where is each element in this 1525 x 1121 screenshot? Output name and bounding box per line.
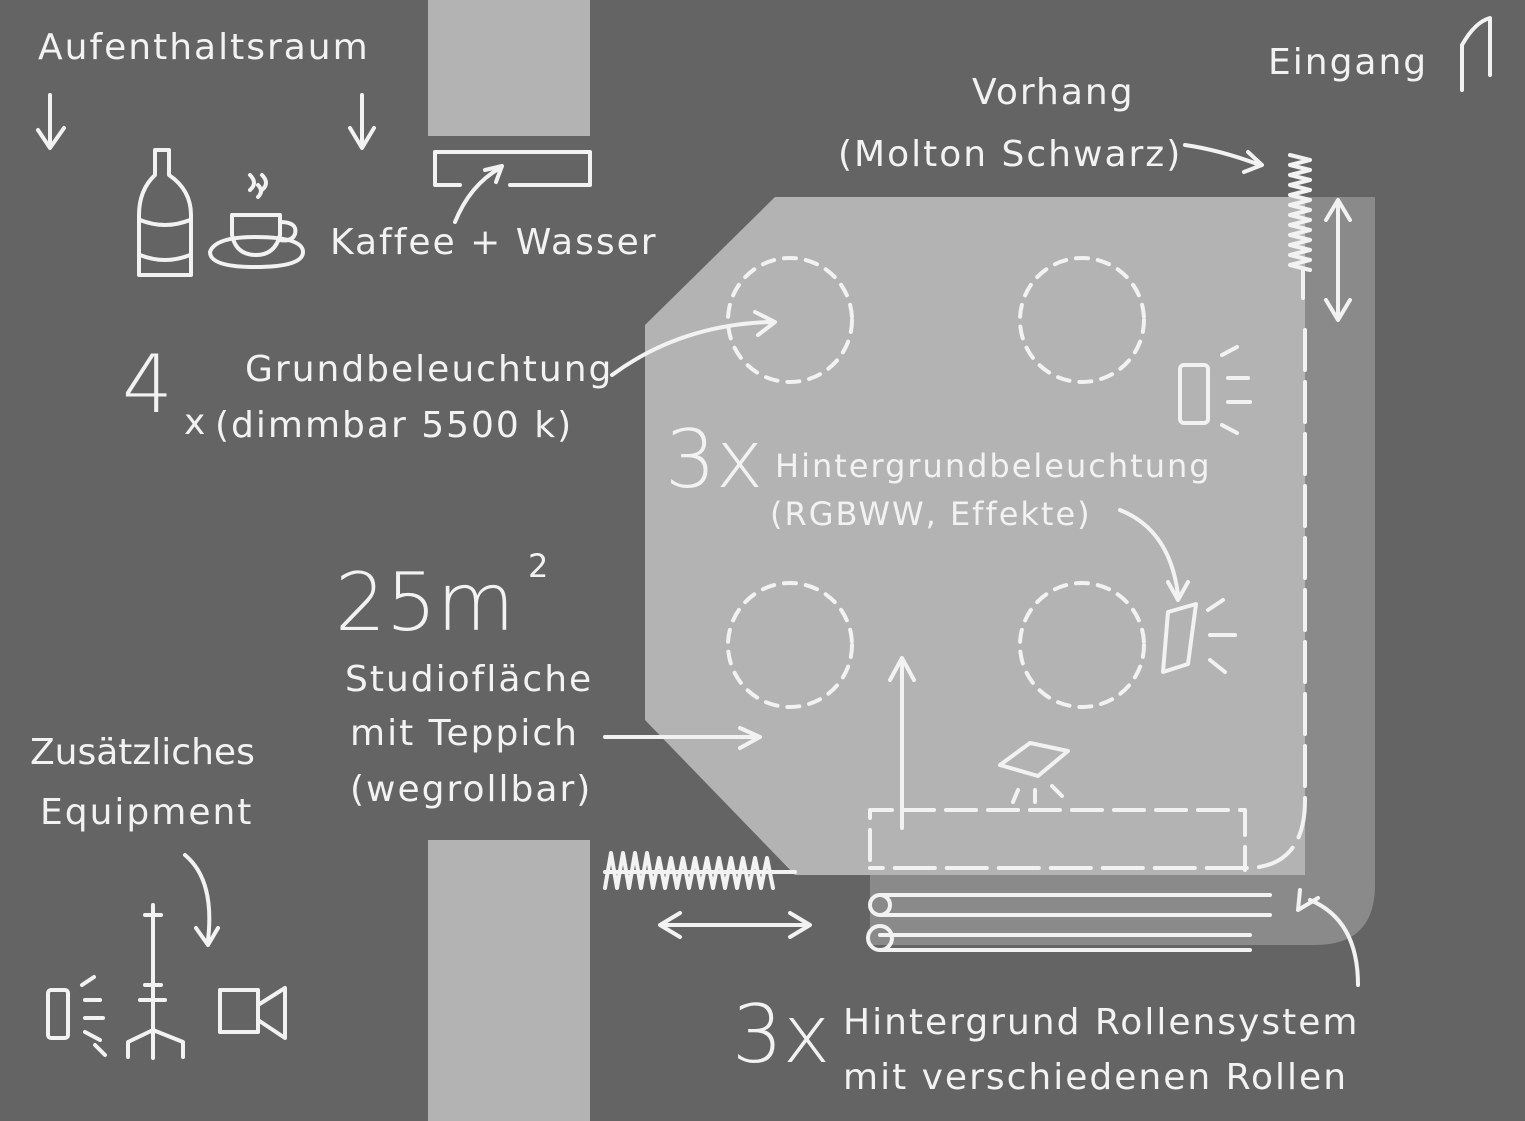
hallway-bottom [428, 840, 590, 1121]
light-stand-icon [126, 903, 185, 1060]
label-curtain: Vorhang [972, 72, 1135, 113]
base-light-circle [726, 256, 1146, 709]
base-light-x: x [184, 402, 208, 443]
bottle-icon [137, 148, 193, 277]
area-value: 25m [335, 556, 515, 649]
label-curtain-material: (Molton Schwarz) [838, 134, 1183, 175]
studio-boundary [868, 328, 1307, 870]
roll-count: 3x [732, 988, 831, 1081]
label-base-light: Grundbeleuchtung [245, 349, 614, 390]
bg-light-fixture-icon [1178, 345, 1252, 435]
arrow-down-icon [348, 93, 376, 150]
hallway-top [428, 0, 590, 136]
label-carpet: mit Teppich [350, 713, 579, 754]
backdrop-frame [868, 808, 1247, 872]
label-carpet-removable: (wegrollbar) [350, 769, 593, 810]
curtain-slide-arrow-icon [1324, 198, 1352, 322]
pointer-arrow-icon [603, 726, 762, 750]
backdrop-rolls-icon [866, 893, 1272, 952]
area-unit-superscript: 2 [528, 547, 551, 585]
bg-light-fixture-icon [998, 741, 1070, 804]
label-roll-system-detail: mit verschiedenen Rollen [843, 1057, 1349, 1098]
coffee-cup-icon [208, 173, 305, 269]
studio-floor [645, 197, 1305, 875]
label-equipment-2: Equipment [40, 792, 254, 833]
label-bg-light-detail: (RGBWW, Effekte) [770, 495, 1092, 533]
pointer-arrow-icon [183, 853, 220, 947]
up-arrow-icon [888, 656, 916, 830]
label-roll-system: Hintergrund Rollensystem [843, 1002, 1360, 1043]
entrance-icon [1460, 16, 1492, 92]
label-studio-area: Studiofläche [345, 659, 594, 700]
camera-icon [218, 986, 287, 1040]
label-equipment: Zusätzliches [30, 732, 255, 773]
label-base-light-detail: (dimmbar 5500 k) [215, 405, 574, 446]
pointer-arrow-icon [1118, 508, 1190, 602]
curtain-icon [1183, 143, 1312, 300]
backdrop-area [870, 197, 1375, 945]
label-lounge: Aufenthaltsraum [38, 27, 370, 68]
carpet-slide-arrow-icon [658, 911, 812, 939]
label-coffee-water: Kaffee + Wasser [330, 222, 658, 263]
light-panel-icon [46, 975, 107, 1057]
label-bg-light: Hintergrundbeleuchtung [775, 447, 1212, 485]
counter-icon [433, 150, 592, 224]
carpet-roll-icon [603, 851, 797, 890]
pointer-arrow-icon [610, 310, 777, 377]
arrow-down-icon [36, 93, 66, 150]
label-entrance: Eingang [1268, 42, 1429, 83]
base-light-count: 4 [122, 338, 173, 431]
bg-light-count: 3x [665, 413, 764, 506]
pointer-arrow-icon [1296, 888, 1360, 987]
bg-light-fixture-icon [1161, 598, 1237, 674]
